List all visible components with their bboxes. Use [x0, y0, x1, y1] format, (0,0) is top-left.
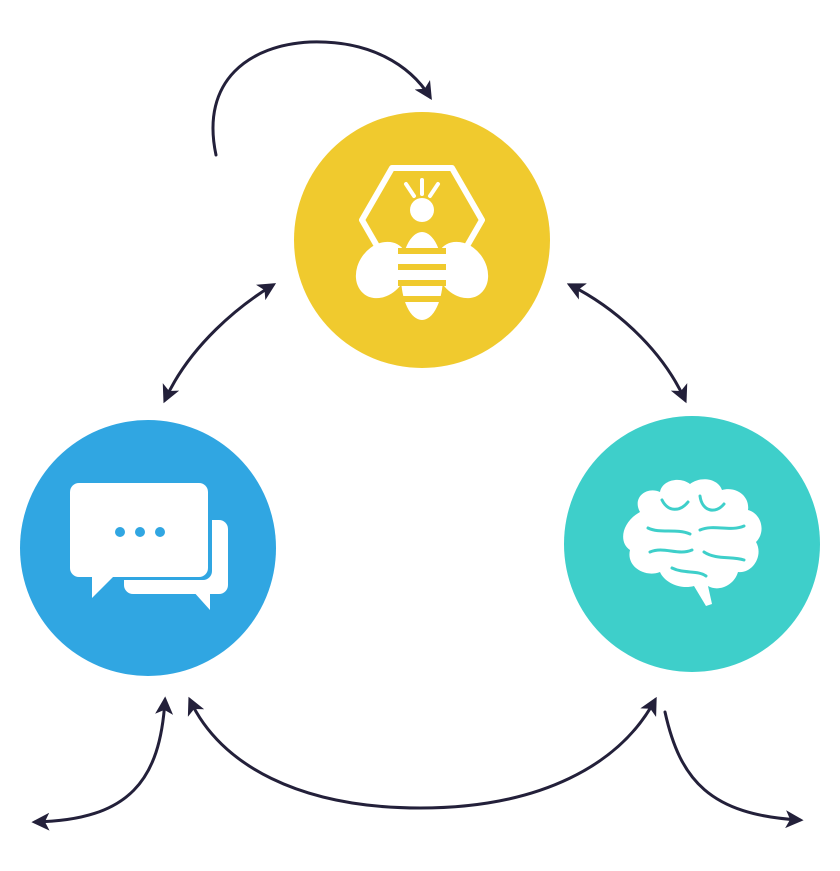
arrow-brain-outside-right	[663, 710, 804, 829]
edges	[31, 40, 804, 831]
bee-node	[294, 112, 550, 368]
bee-hexagon-icon	[355, 165, 489, 320]
chat-node	[20, 420, 276, 676]
chat-bubbles-icon	[70, 483, 228, 610]
brain-node	[564, 416, 820, 672]
arrow-chat-outside-left	[31, 696, 174, 831]
arrow-top-entry	[211, 40, 432, 157]
arrow-bee-chat	[162, 283, 277, 404]
arrow-bee-brain	[566, 283, 688, 404]
brain-icon	[623, 479, 762, 606]
arrow-brain-chat	[187, 696, 657, 810]
